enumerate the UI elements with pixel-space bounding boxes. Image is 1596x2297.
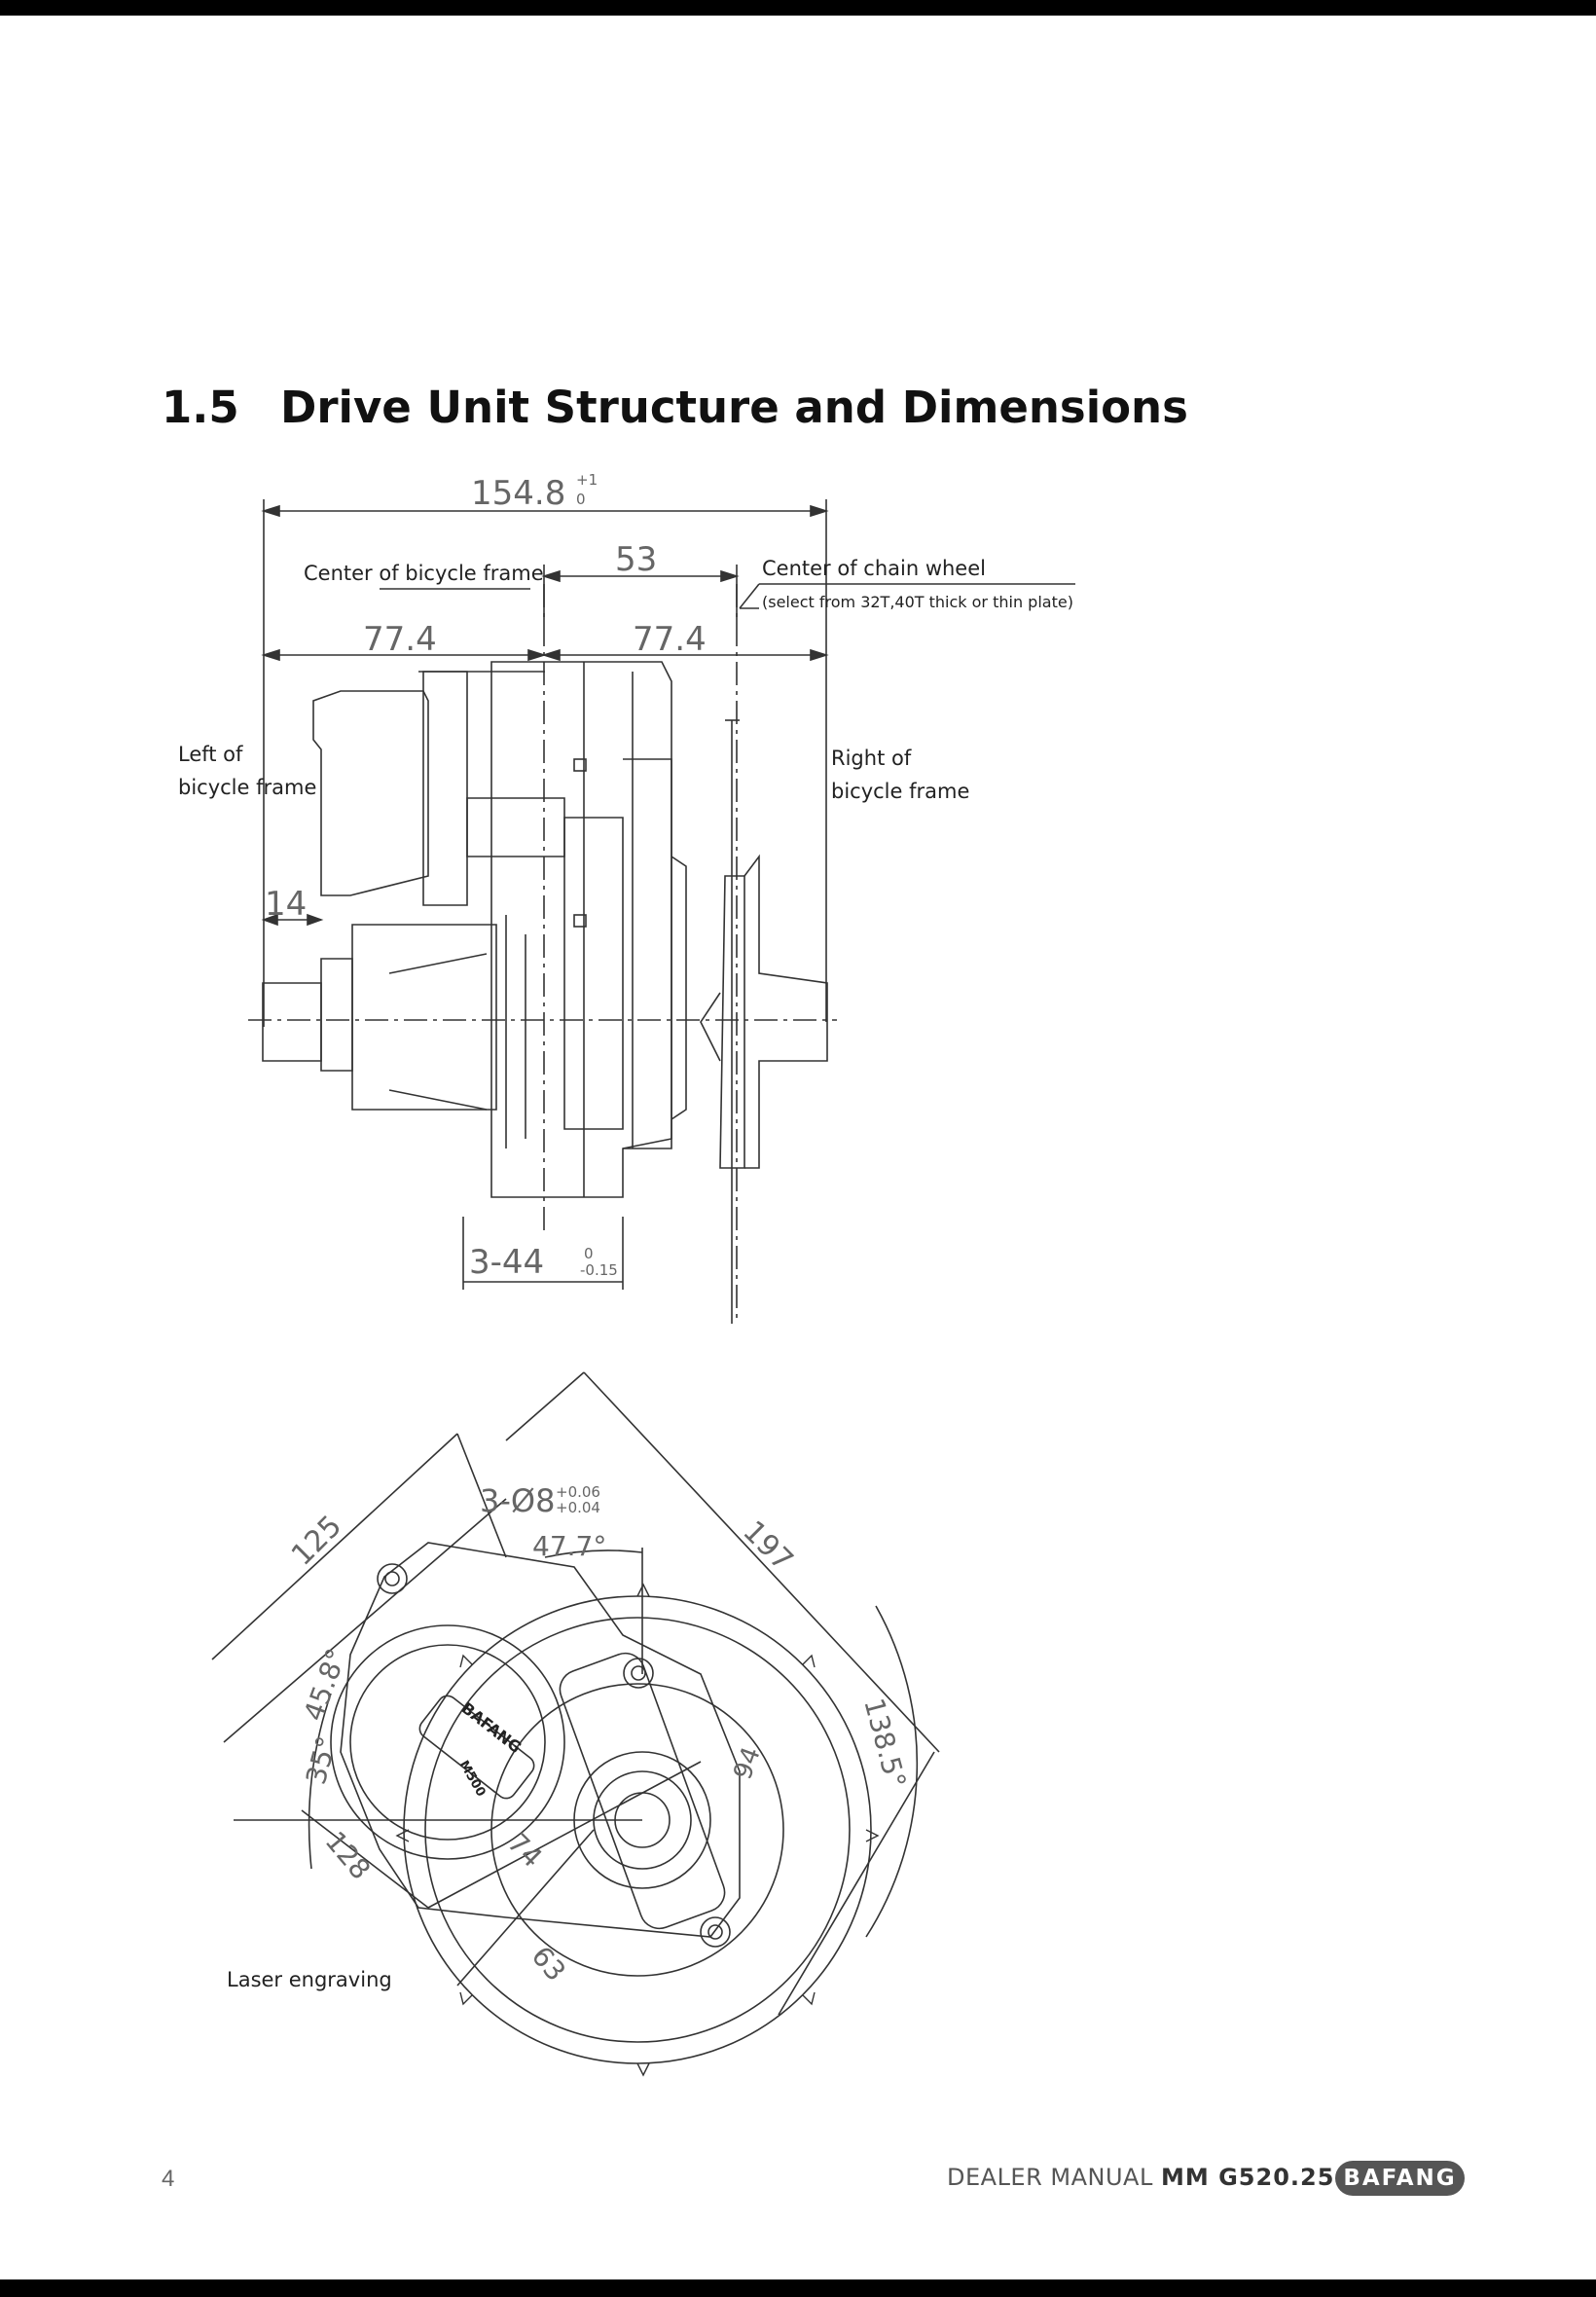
dim-94: 94: [728, 1743, 767, 1783]
bottom-border: [0, 2279, 1596, 2297]
page-number: 4: [162, 2166, 175, 2192]
section-heading: 1.5 Drive Unit Structure and Dimensions: [162, 382, 1188, 433]
label-left-frame-line1: Left of: [178, 743, 243, 766]
angle-138-5: 138.5°: [857, 1695, 912, 1792]
label-center-chainwheel: Center of chain wheel: [762, 557, 986, 580]
top-view-drawing: 154.8 +1 0 53 77.4 77.4 14 3-44 0 -0.15 …: [178, 471, 1075, 1324]
top-border: [0, 0, 1596, 16]
mount-spec-value: 3-44: [469, 1243, 544, 1282]
overall-width-tol-upper: +1: [576, 471, 598, 489]
section-title: Drive Unit Structure and Dimensions: [280, 382, 1188, 433]
center-offset-dim: 53: [615, 540, 657, 579]
model-engraving: M500: [456, 1759, 489, 1800]
mount-spec-tol-lower: -0.15: [580, 1261, 618, 1279]
brand-logo: BAFANG: [1335, 2161, 1465, 2196]
manual-label: DEALER MANUAL: [947, 2164, 1153, 2191]
model-name: MM G520.250: [1160, 2164, 1353, 2191]
angle-47-7: 47.7°: [532, 1530, 606, 1562]
overall-width-value: 154.8: [471, 474, 565, 513]
label-right-frame-line1: Right of: [831, 747, 912, 770]
dim-128: 128: [319, 1825, 378, 1885]
spindle-offset-dim: 14: [265, 885, 307, 924]
hole-spec-value: 3-Ø8: [480, 1482, 555, 1519]
half-right-dim: 77.4: [633, 620, 707, 659]
hole-spec-tol-upper: +0.06: [556, 1483, 600, 1501]
dim-63: 63: [526, 1940, 572, 1987]
footer-manual-title: DEALER MANUAL MM G520.250: [947, 2164, 1352, 2191]
mount-spec-tol-upper: 0: [584, 1245, 594, 1262]
label-center-frame: Center of bicycle frame: [304, 562, 544, 585]
dim-74: 74: [501, 1827, 549, 1875]
side-view-drawing: 125 3-Ø8 +0.06 +0.04 47.7° 197 45.8° 35°…: [211, 1371, 940, 2077]
hole-spec-tol-lower: +0.04: [556, 1499, 600, 1516]
label-chainwheel-note: (select from 32T,40T thick or thin plate…: [762, 593, 1073, 611]
label-laser-engraving: Laser engraving: [227, 1968, 392, 1991]
overall-width-tol-lower: 0: [576, 491, 586, 508]
half-left-dim: 77.4: [363, 620, 437, 659]
logo-engraving: BAFANG: [458, 1698, 526, 1757]
dim-125: 125: [285, 1509, 348, 1572]
dim-197: 197: [736, 1514, 799, 1578]
label-right-frame-line2: bicycle frame: [831, 780, 969, 803]
section-number: 1.5: [162, 382, 239, 433]
label-left-frame-line2: bicycle frame: [178, 776, 316, 799]
